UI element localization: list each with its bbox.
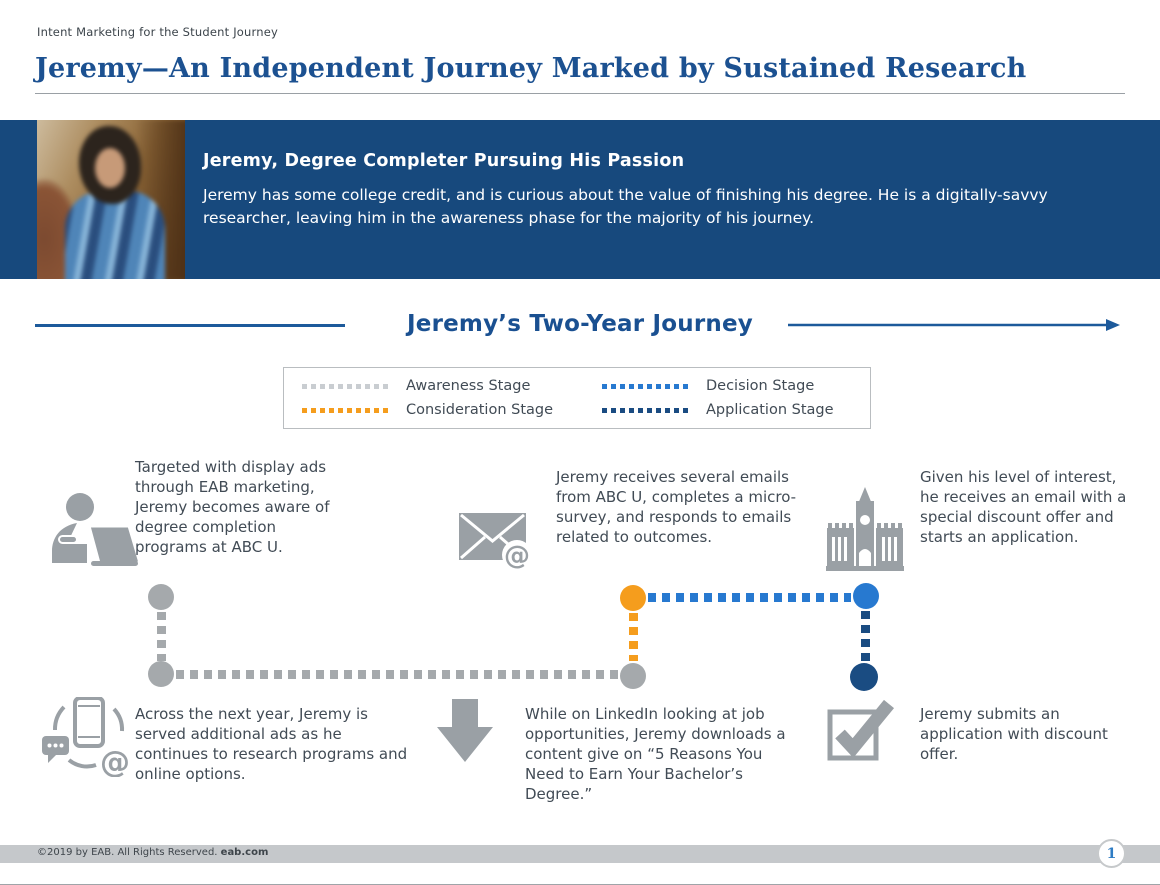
persona-banner: Jeremy, Degree Completer Pursuing His Pa… xyxy=(0,120,1160,279)
journey-heading: Jeremy’s Two-Year Journey xyxy=(407,311,753,337)
journey-arrow-icon xyxy=(788,319,1120,331)
step-text-awareness-ads: Targeted with display ads through EAB ma… xyxy=(135,458,330,556)
legend-label: Awareness Stage xyxy=(406,378,531,394)
legend-item-consideration: Consideration Stage xyxy=(302,402,602,418)
decision-dots-icon xyxy=(602,383,694,389)
consideration-node xyxy=(620,585,646,611)
awareness-horizontal-segment xyxy=(176,669,618,679)
persona-photo xyxy=(37,120,185,279)
persona-description: Jeremy has some college credit, and is c… xyxy=(203,186,1048,228)
decision-horizontal-segment xyxy=(648,592,851,602)
application-dots-icon xyxy=(602,407,694,413)
step-text-submits-application: Jeremy submits an application with disco… xyxy=(920,705,1108,763)
legend-item-decision: Decision Stage xyxy=(602,378,872,394)
legend-item-awareness: Awareness Stage xyxy=(302,378,602,394)
awareness-drop-node xyxy=(148,661,174,687)
step-text-additional-ads: Across the next year, Jeremy is served a… xyxy=(135,705,408,783)
step-text-emails-survey: Jeremy receives several emails from ABC … xyxy=(556,468,797,546)
mobile-ads-icon: @ xyxy=(42,697,134,777)
footer-site-label: eab.com xyxy=(220,847,269,858)
eyebrow-label: Intent Marketing for the Student Journey xyxy=(37,25,279,39)
person-laptop-icon xyxy=(45,492,140,570)
checkbox-icon xyxy=(827,698,897,762)
awareness-end-node xyxy=(620,663,646,689)
application-vertical-segment xyxy=(860,611,870,661)
legend-label: Decision Stage xyxy=(706,378,815,394)
awareness-vertical-segment xyxy=(156,612,166,661)
page-number-badge: 1 xyxy=(1097,839,1126,868)
page-title: Jeremy—An Independent Journey Marked by … xyxy=(35,53,1027,84)
copyright-text: ©2019 by EAB. All Rights Reserved. xyxy=(37,847,218,858)
persona-heading: Jeremy, Degree Completer Pursuing His Pa… xyxy=(203,151,685,171)
application-node xyxy=(850,663,878,691)
footer-copyright: ©2019 by EAB. All Rights Reserved. eab.c… xyxy=(37,847,268,858)
journey-line-left xyxy=(35,324,345,327)
footer-bar: ©2019 by EAB. All Rights Reserved. eab.c… xyxy=(0,845,1160,863)
svg-text:@: @ xyxy=(504,541,530,571)
decision-node xyxy=(853,583,879,609)
download-arrow-icon xyxy=(437,699,493,762)
awareness-start-node xyxy=(148,584,174,610)
consideration-vertical-segment xyxy=(628,613,638,661)
step-text-linkedin-download: While on LinkedIn looking at job opportu… xyxy=(525,705,786,803)
email-at-icon: @ xyxy=(458,508,538,572)
svg-text:@: @ xyxy=(100,745,130,777)
legend-label: Consideration Stage xyxy=(406,402,554,418)
consideration-dots-icon xyxy=(302,407,394,413)
legend-item-application: Application Stage xyxy=(602,402,872,418)
title-divider xyxy=(35,93,1125,94)
step-text-discount-offer: Given his level of interest, he receives… xyxy=(920,468,1127,546)
campus-building-icon xyxy=(826,487,904,571)
stage-legend: Awareness Stage Decision Stage Considera… xyxy=(283,367,871,429)
awareness-dots-icon xyxy=(302,383,394,389)
legend-label: Application Stage xyxy=(706,402,834,418)
